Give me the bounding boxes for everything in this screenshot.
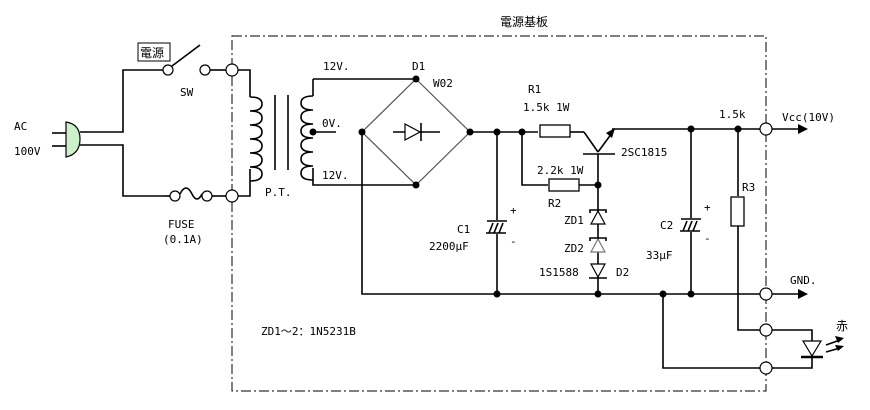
- resistor-r1: [539, 124, 571, 138]
- vcc-label: Vcc(10V): [782, 111, 835, 124]
- tap-center-label: 0V.: [322, 117, 342, 130]
- fuse-icon: [163, 187, 226, 202]
- r1-value: 1.5k 1W: [523, 101, 570, 114]
- gnd-label: GND.: [790, 274, 817, 287]
- wire-line: [80, 69, 163, 133]
- board-title: 電源基板: [500, 15, 548, 29]
- zener-zd1: [589, 209, 607, 225]
- wire-neutral: [80, 144, 163, 197]
- ac-plug-icon: [52, 121, 81, 158]
- zd2-label: ZD2: [564, 242, 584, 255]
- terminal-led-anode: [759, 323, 773, 337]
- fuse-label: FUSE: [168, 218, 195, 231]
- terminal-ac-top: [225, 63, 239, 77]
- r3-value: 1.5k: [719, 108, 746, 121]
- resistor-r3: [730, 125, 760, 331]
- switch-box-label: 電源: [140, 46, 164, 60]
- power-switch: [137, 42, 226, 76]
- vcc-arrow-icon: [798, 124, 808, 134]
- switch-label: SW: [180, 86, 194, 99]
- bridge-part: W02: [433, 77, 453, 90]
- d2-part: 1S1588: [539, 266, 579, 279]
- c2-minus: -: [704, 232, 711, 245]
- terminal-led-cathode: [759, 361, 773, 375]
- transistor-part: 2SC1815: [621, 146, 667, 159]
- led-color-label: 赤: [836, 319, 848, 333]
- led-icon: [772, 329, 844, 369]
- terminal-vcc: [759, 122, 773, 136]
- r1-ref: R1: [528, 83, 541, 96]
- r2-value: 2.2k 1W: [537, 164, 584, 177]
- voltage-label: 100V: [14, 145, 41, 158]
- tap-top-label: 12V.: [323, 60, 350, 73]
- c1-plus: +: [510, 204, 517, 217]
- d2-ref: D2: [616, 266, 629, 279]
- ac-label: AC: [14, 120, 27, 133]
- transformer-label: P.T.: [265, 186, 292, 199]
- r2-ref: R2: [548, 197, 561, 210]
- c1-value: 2200μF: [429, 240, 469, 253]
- primary-coil-icon: [249, 96, 263, 182]
- c1-minus: -: [510, 235, 517, 248]
- zener-part-note: ZD1〜2：1N5231B: [261, 325, 356, 338]
- capacitor-c1: [486, 132, 507, 298]
- bridge-ref: D1: [412, 60, 425, 73]
- diode-d2: [589, 263, 607, 298]
- resistor-r2: [548, 178, 580, 192]
- c2-plus: +: [704, 201, 711, 214]
- capacitor-c2: [680, 125, 701, 298]
- gnd-arrow-icon: [798, 289, 808, 299]
- c2-value: 33μF: [646, 249, 673, 262]
- zd1-label: ZD1: [564, 214, 584, 227]
- board-outline: [231, 35, 767, 392]
- r3-ref: R3: [742, 181, 755, 194]
- bridge-rectifier-d1: [358, 75, 474, 189]
- tap-bottom-label: 12V.: [322, 169, 349, 182]
- zener-zd2: [589, 237, 607, 253]
- terminal-ac-bottom: [225, 189, 239, 203]
- c2-ref: C2: [660, 219, 673, 232]
- c1-ref: C1: [457, 223, 470, 236]
- terminal-gnd: [759, 287, 773, 301]
- secondary-coil-icon: [300, 95, 314, 181]
- fuse-rating: (0.1A): [163, 233, 203, 246]
